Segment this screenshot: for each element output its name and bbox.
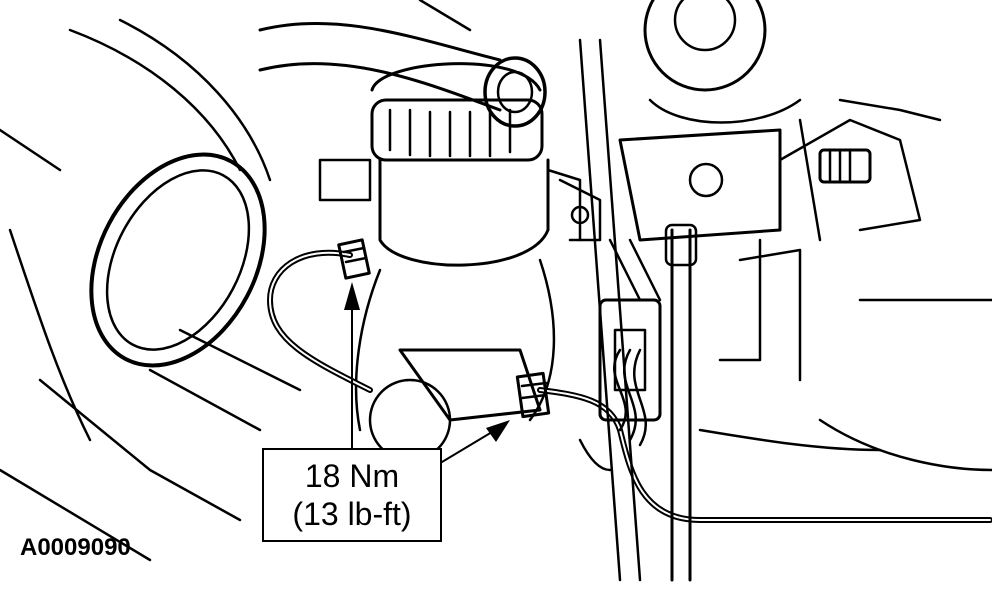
- upper-hose: [258, 0, 547, 128]
- arrowhead-right: [486, 420, 510, 442]
- callout-arrows: [351, 299, 493, 463]
- mounting-bracket: [618, 0, 992, 472]
- master-cylinder-body: [354, 178, 602, 462]
- brake-line-right: [515, 371, 992, 523]
- arrowhead-left: [344, 282, 360, 310]
- control-cable: [578, 38, 698, 582]
- fluid-reservoir: [318, 62, 582, 267]
- torque-metric: 18 Nm: [304, 458, 400, 494]
- arrow-shaft-right: [441, 431, 493, 463]
- brake-line-left: [267, 238, 373, 393]
- figure-id-label: A0009090: [20, 534, 131, 561]
- torque-imperial: (13 lb-ft): [292, 496, 412, 532]
- intake-duct: [0, 18, 302, 562]
- torque-spec-callout: 18 Nm (13 lb-ft): [262, 448, 442, 542]
